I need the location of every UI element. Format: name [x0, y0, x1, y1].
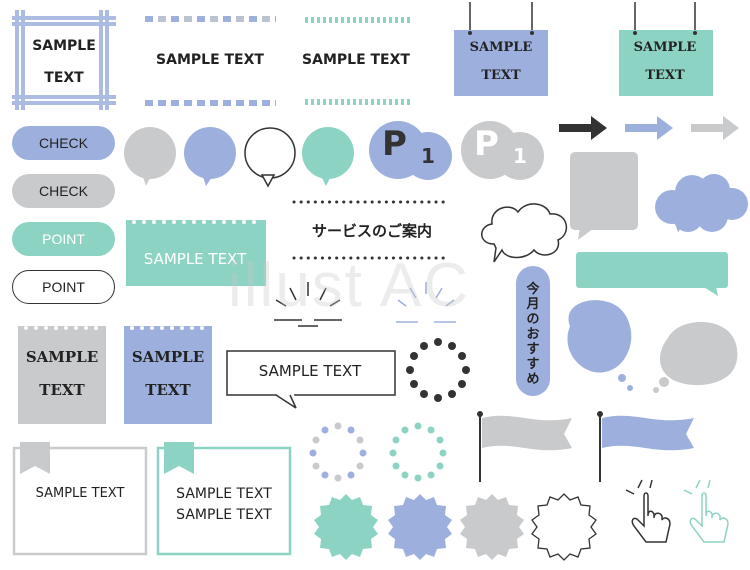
dotted-frame — [145, 16, 276, 106]
pointing-hand-icon — [683, 479, 729, 543]
pill-point-mint: POINT — [12, 222, 115, 256]
striped-frame-text: SAMPLE TEXT — [302, 52, 410, 68]
mint-long-bubble — [576, 252, 728, 296]
pointing-hands — [625, 479, 729, 543]
hanging-sign-mint-text-1: SAMPLE — [633, 40, 697, 55]
arrow-gray-icon — [691, 116, 739, 140]
callout-box — [226, 350, 396, 409]
flag-icon — [597, 411, 694, 482]
outline-cloud-bubble — [481, 203, 568, 263]
gray-rect-bubble — [570, 152, 638, 240]
plaid-frame-text-2: TEXT — [44, 70, 84, 86]
bookmark-gray-text: SAMPLE TEXT — [35, 486, 125, 501]
gray-notepad — [18, 326, 106, 424]
blue-notepad-text-1: SAMPLE — [131, 348, 205, 366]
gray-blob-bubble — [653, 322, 738, 393]
plaid-frame-text-1: SAMPLE — [32, 38, 96, 54]
hanging-sign-blue-text-2: TEXT — [481, 68, 521, 83]
blue-notepad-text-2: TEXT — [145, 381, 191, 399]
mint-notepad-text: SAMPLE TEXT — [143, 250, 247, 268]
service-dotted-rules — [292, 200, 452, 260]
starburst-icon — [388, 494, 452, 560]
parking-blue-letter: P — [382, 124, 407, 164]
recommend-pill — [516, 266, 550, 396]
parking-blue-number: 1 — [421, 144, 435, 168]
recommend-vertical-text: 今月のおすすめ — [526, 282, 540, 387]
sparkle-accents — [274, 282, 456, 327]
gray-notepad-text-2: TEXT — [39, 381, 85, 399]
bookmark-mint-text-2: SAMPLE TEXT — [176, 507, 272, 523]
parking-gray-letter: P — [474, 124, 499, 164]
blue-blob-bubble — [567, 300, 633, 391]
flag-icon — [477, 411, 572, 482]
blue-notepad — [124, 326, 212, 424]
mint-notepad — [126, 220, 266, 286]
watermark: illust AC — [228, 251, 470, 320]
service-heading: サービスのご案内 — [311, 222, 432, 240]
bookmark-mint-text-1: SAMPLE TEXT — [176, 486, 272, 502]
parking-badge-blue — [369, 121, 452, 180]
flags — [477, 411, 694, 482]
parking-gray-number: 1 — [513, 144, 527, 168]
arrow-blue-icon — [625, 116, 673, 140]
starburst-icon — [314, 494, 378, 560]
hanging-sign-mint-text-2: TEXT — [645, 68, 685, 83]
hanging-sign-blue-text-1: SAMPLE — [469, 40, 533, 55]
dotted-frame-text: SAMPLE TEXT — [156, 52, 264, 68]
dot-rings — [309, 338, 470, 482]
starburst-icon — [531, 493, 597, 561]
hanging-sign-mint — [619, 2, 713, 96]
bookmark-frame-mint — [156, 442, 292, 556]
callout-box-text: SAMPLE TEXT — [258, 362, 362, 380]
round-speech-bubbles — [124, 127, 354, 188]
pill-point-outline: POINT — [12, 270, 115, 304]
gray-notepad-text-1: SAMPLE — [25, 348, 99, 366]
pill-check-gray: CHECK — [12, 174, 115, 208]
arrows — [559, 116, 739, 140]
bookmark-frame-gray — [12, 442, 148, 556]
arrow-dark-icon — [559, 116, 607, 140]
blue-cloud-bubble — [655, 174, 748, 232]
parking-badge-gray — [461, 121, 544, 180]
hanging-sign-blue — [454, 2, 548, 96]
scalloped-badges — [314, 493, 597, 561]
pill-check-blue: CHECK — [12, 126, 115, 160]
pointing-hand-icon — [625, 479, 671, 543]
starburst-icon — [460, 494, 524, 560]
